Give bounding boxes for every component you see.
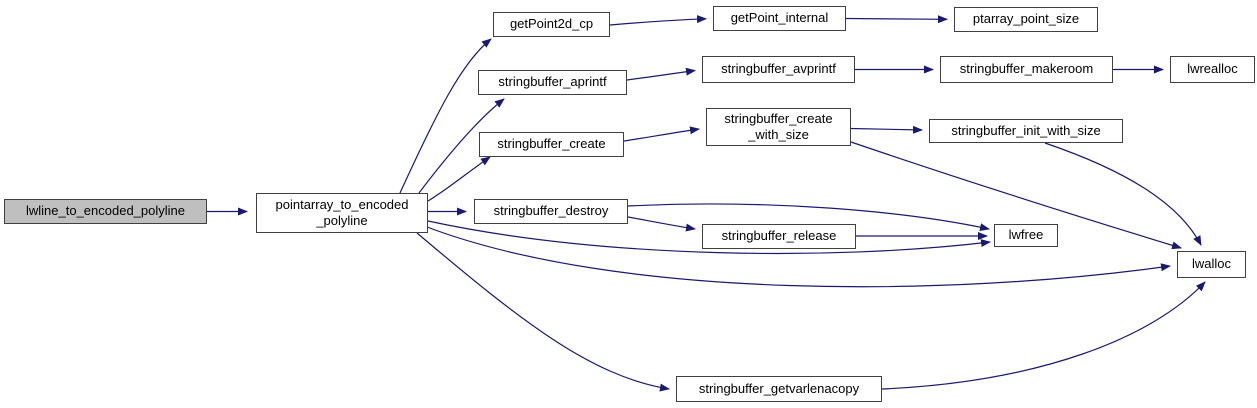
- node-pointarray-to-encoded-polyline[interactable]: pointarray_to_encoded _polyline: [256, 193, 428, 233]
- edge-create-with-size-to-init-with-size: [850, 125, 923, 134]
- edge-destroy-to-lwfree: [627, 203, 990, 232]
- node-stringbuffer-aprintf[interactable]: stringbuffer_aprintf: [478, 70, 627, 95]
- node-getpoint-internal[interactable]: getPoint_internal: [713, 6, 846, 31]
- edge-pointarray-to-stringbuffer-getvarlenacopy: [416, 232, 670, 392]
- edge-init-with-size-to-lwalloc: [1044, 142, 1202, 246]
- edge-pointarray-to-getpoint2d-cp: [399, 38, 492, 194]
- node-stringbuffer-avprintf[interactable]: stringbuffer_avprintf: [702, 56, 855, 83]
- node-lwfree[interactable]: lwfree: [994, 224, 1058, 247]
- node-stringbuffer-destroy[interactable]: stringbuffer_destroy: [474, 199, 628, 224]
- edge-getpoint-internal-to-ptarray-point-size: [845, 15, 948, 24]
- edge-getpoint2d-cp-to-getpoint-internal: [609, 15, 707, 26]
- node-lwline-to-encoded-polyline: lwline_to_encoded_polyline: [4, 199, 207, 224]
- edge-aprintf-to-avprintf: [626, 67, 696, 81]
- edge-getvarlenacopy-to-lwalloc: [881, 281, 1206, 390]
- node-stringbuffer-release[interactable]: stringbuffer_release: [702, 224, 856, 249]
- node-stringbuffer-create-with-size[interactable]: stringbuffer_create _with_size: [706, 108, 851, 146]
- edge-pointarray-to-lwalloc: [426, 226, 1171, 288]
- edge-pointarray-to-lwfree: [427, 220, 991, 255]
- node-lwalloc[interactable]: lwalloc: [1177, 251, 1246, 278]
- node-getpoint2d-cp[interactable]: getPoint2d_cp: [493, 12, 610, 37]
- edge-create-to-create-with-size: [623, 126, 700, 142]
- edge-create-with-size-to-lwalloc: [850, 141, 1182, 250]
- edge-destroy-to-release: [627, 216, 696, 232]
- edge-pointarray-to-stringbuffer-create: [427, 156, 491, 202]
- edge-pointarray-to-stringbuffer-aprintf: [418, 98, 505, 194]
- node-stringbuffer-makeroom[interactable]: stringbuffer_makeroom: [940, 56, 1113, 83]
- node-stringbuffer-init-with-size[interactable]: stringbuffer_init_with_size: [929, 119, 1123, 143]
- node-stringbuffer-getvarlenacopy[interactable]: stringbuffer_getvarlenacopy: [676, 376, 882, 402]
- node-lwrealloc[interactable]: lwrealloc: [1170, 56, 1255, 83]
- node-ptarray-point-size[interactable]: ptarray_point_size: [954, 7, 1098, 32]
- node-stringbuffer-create[interactable]: stringbuffer_create: [479, 132, 624, 157]
